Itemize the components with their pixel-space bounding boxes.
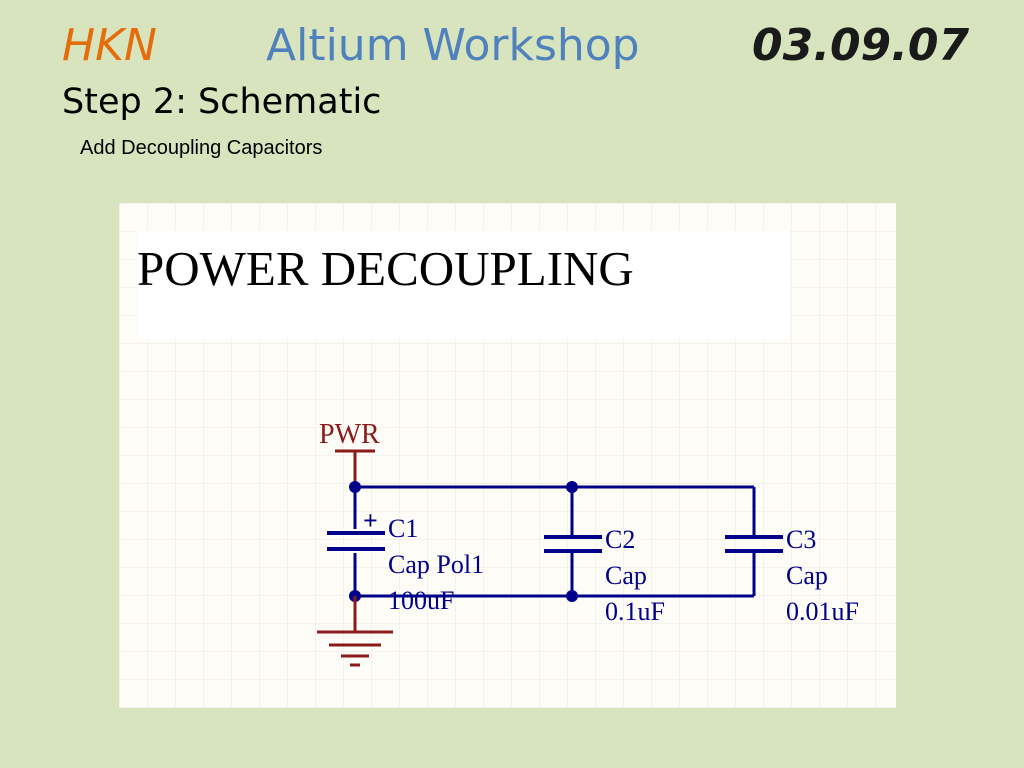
c1-value-label: 100uF bbox=[388, 586, 454, 615]
ground-symbol bbox=[317, 596, 393, 667]
c1-polarity-mark: + bbox=[363, 506, 378, 535]
junction-dot bbox=[566, 590, 578, 602]
decoupling-schematic: POWER DECOUPLING PWR + C1 C bbox=[119, 203, 896, 708]
c3-type-label: Cap bbox=[786, 561, 828, 590]
banner-text: POWER DECOUPLING bbox=[137, 241, 634, 296]
c2-type-label: Cap bbox=[605, 561, 647, 590]
banner-box bbox=[137, 231, 789, 339]
junction-dot bbox=[566, 481, 578, 493]
step-heading: Step 2: Schematic bbox=[62, 82, 382, 122]
date-label: 03.09.07 bbox=[752, 20, 970, 71]
workshop-title: Altium Workshop bbox=[266, 20, 640, 71]
step-subtitle: Add Decoupling Capacitors bbox=[80, 137, 323, 159]
c2-value-label: 0.1uF bbox=[605, 597, 665, 626]
c1-ref-label: C1 bbox=[388, 514, 418, 543]
c3-value-label: 0.01uF bbox=[786, 597, 859, 626]
capacitor-c1 bbox=[327, 487, 385, 596]
junction-dot bbox=[349, 481, 361, 493]
capacitor-c2 bbox=[544, 487, 602, 596]
c3-ref-label: C3 bbox=[786, 525, 816, 554]
capacitor-c3 bbox=[725, 487, 783, 596]
pwr-label: PWR bbox=[319, 419, 380, 450]
c1-type-label: Cap Pol1 bbox=[388, 550, 484, 579]
c2-ref-label: C2 bbox=[605, 525, 635, 554]
org-label: HKN bbox=[62, 20, 157, 71]
